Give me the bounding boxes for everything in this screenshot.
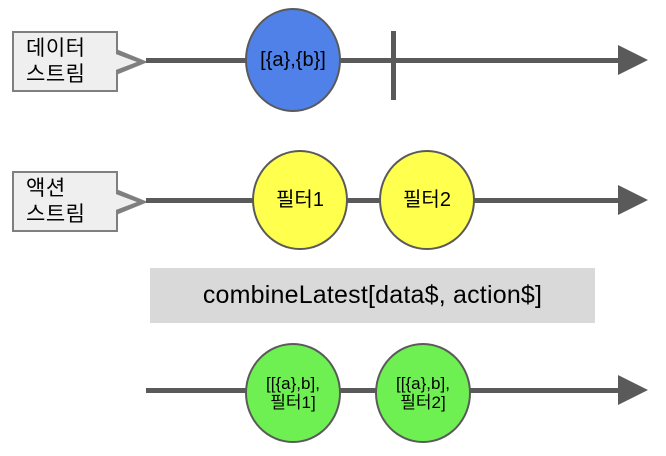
action-marble-2[interactable]: 필터2	[379, 150, 475, 250]
action-marble-1[interactable]: 필터1	[252, 150, 348, 250]
action-stream-label-line-1: 액션	[26, 176, 66, 200]
output-marble-1[interactable]: [[{a},b], 필터1]	[245, 343, 341, 443]
output-marble-2[interactable]: [[{a},b], 필터2]	[375, 343, 471, 443]
data-stream-label-callout: 데이터 스트림	[12, 31, 148, 92]
output-stream-arrow-icon	[618, 375, 648, 405]
data-marble-1[interactable]: [{a},{b}]	[245, 8, 341, 112]
data-stream-arrow-icon	[618, 45, 648, 75]
data-stream-label-line-1: 데이터	[26, 36, 86, 60]
data-stream-completion-tick	[391, 31, 396, 100]
action-stream-label-callout: 액션 스트림	[12, 171, 148, 232]
callout-pointer-fill-icon	[113, 192, 137, 211]
data-stream-label-line-2: 스트림	[26, 62, 86, 86]
operator-label: combineLatest[data$, action$]	[202, 281, 543, 309]
data-stream-timeline	[146, 58, 620, 63]
operator-box: combineLatest[data$, action$]	[150, 268, 595, 323]
callout-pointer-fill-icon	[113, 52, 137, 71]
action-stream-arrow-icon	[618, 185, 648, 215]
action-stream-label-line-2: 스트림	[26, 202, 86, 226]
